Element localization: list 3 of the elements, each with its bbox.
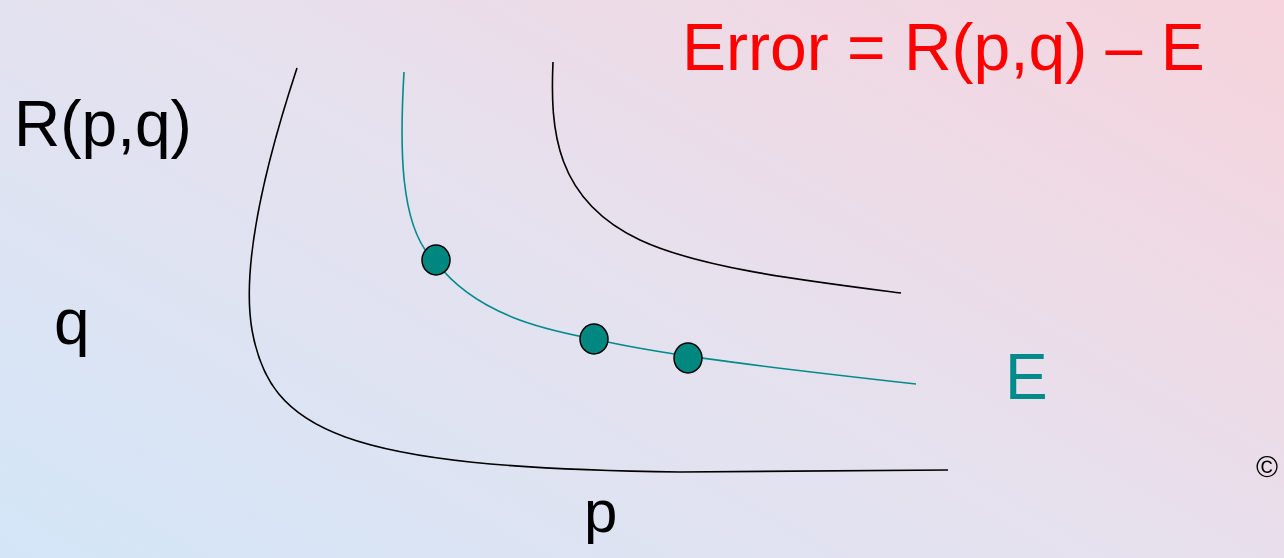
curve-label: E (1005, 345, 1048, 409)
copyright-mark: © (1256, 452, 1279, 482)
axis-label: p (584, 482, 618, 542)
